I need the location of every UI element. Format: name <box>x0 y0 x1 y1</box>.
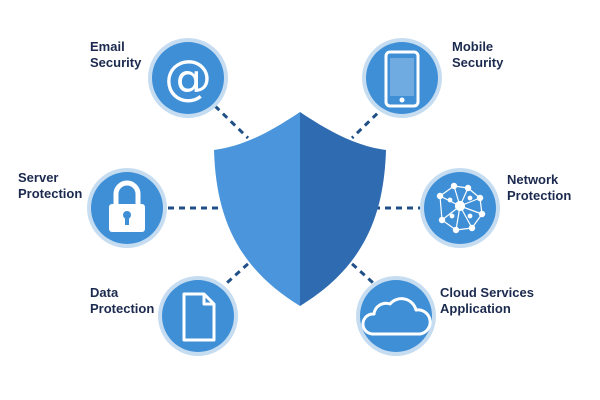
node-network <box>420 168 500 248</box>
label-email-line1: Email <box>90 39 125 54</box>
node-data <box>158 276 238 356</box>
node-mobile <box>362 38 442 118</box>
label-data-line1: Data <box>90 285 119 300</box>
label-data: Data Protection <box>90 285 154 317</box>
connector-mobile <box>350 104 387 140</box>
label-cloud-line2: Application <box>440 301 511 316</box>
label-data-line2: Protection <box>90 301 155 316</box>
label-server: Server Protection <box>18 170 82 202</box>
connector-cloud <box>348 260 383 292</box>
shield-left-half <box>214 112 300 306</box>
label-email: Email Security <box>90 39 141 71</box>
cloud-icon <box>361 297 432 336</box>
label-network-line1: Network <box>507 172 559 187</box>
smartphone-icon <box>384 50 420 108</box>
label-mobile-line2: Security <box>452 55 504 70</box>
connectors <box>168 104 424 292</box>
shield-right-half <box>300 112 386 306</box>
connector-data <box>217 260 252 292</box>
label-server-line1: Server <box>18 170 59 185</box>
label-mobile-line1: Mobile <box>452 39 494 54</box>
document-icon <box>182 292 216 342</box>
shield-icon <box>214 112 386 306</box>
label-mobile: Mobile Security <box>452 39 503 71</box>
network-globe-icon <box>436 182 486 234</box>
padlock-icon <box>109 180 145 232</box>
label-cloud-line1: Cloud Services <box>440 285 534 300</box>
label-server-line2: Protection <box>18 186 83 201</box>
connector-email <box>213 104 250 140</box>
at-sign-icon: @ <box>164 50 212 106</box>
label-email-line2: Security <box>90 55 142 70</box>
node-server <box>87 168 167 248</box>
node-cloud <box>356 276 436 356</box>
label-cloud: Cloud Services Application <box>440 285 534 317</box>
node-email: @ <box>148 38 228 118</box>
label-network-line2: Protection <box>507 188 572 203</box>
label-network: Network Protection <box>507 172 571 204</box>
